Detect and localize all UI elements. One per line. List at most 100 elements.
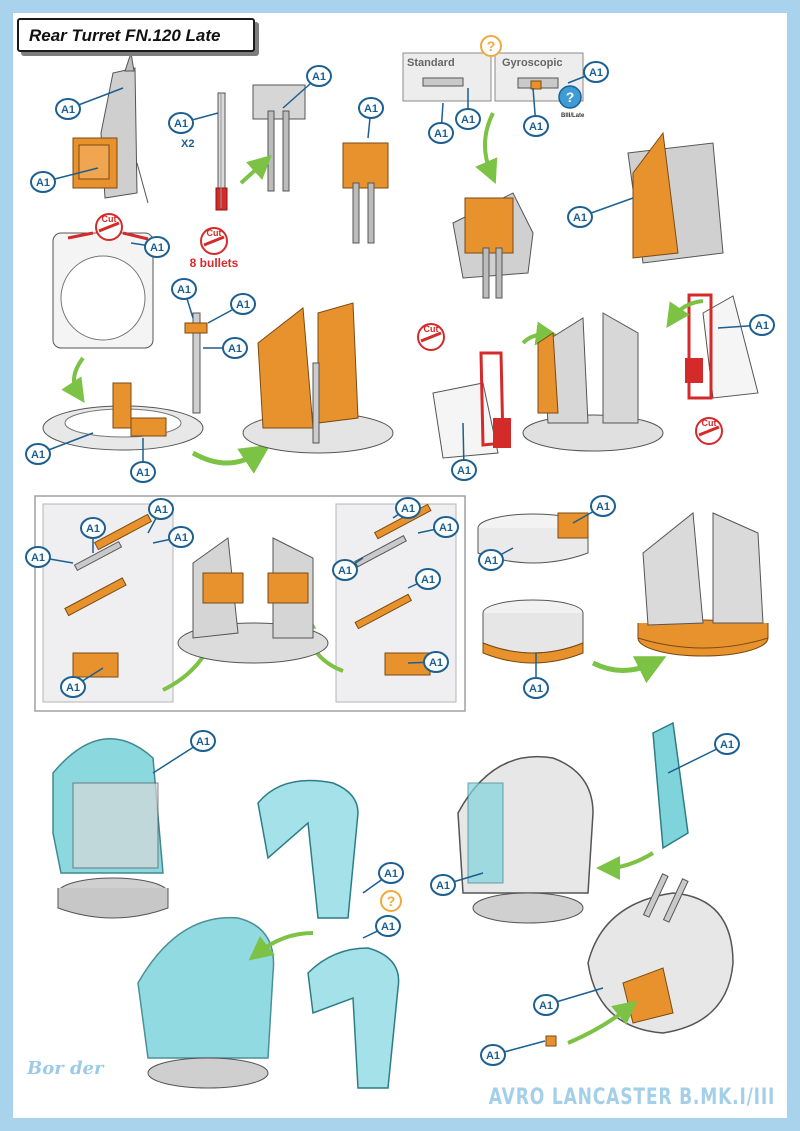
callout-bubble [415, 568, 441, 590]
callout-bubble [375, 915, 401, 937]
callout-bubble [230, 293, 256, 315]
callout-bubble [168, 526, 194, 548]
part-callout-label: A1 [154, 504, 168, 516]
cut-badge-2: Cut 8 bullets [190, 227, 239, 270]
callout-bubble [144, 236, 170, 258]
callout-bubble [55, 98, 81, 120]
page-title: Rear Turret FN.120 Late [29, 26, 221, 45]
part-callout-label: A1 [150, 242, 164, 254]
mount-assembly-a [452, 192, 534, 299]
bullets-label: 8 bullets [190, 256, 239, 270]
ring-collar-step [477, 512, 667, 684]
part-callout-label: A1 [429, 657, 443, 669]
callout-bubble [25, 546, 51, 568]
part-callout-label: A1 [61, 104, 75, 116]
model-name-footer: AVRO LANCASTER B.MK.I/III [488, 1085, 775, 1110]
border-logo: Bor der [27, 1058, 104, 1079]
part-callout-label: A1 [589, 67, 603, 79]
cut-label-plate-right: Cut [702, 418, 717, 428]
part-callout-label: A1 [338, 565, 352, 577]
callout-bubble [451, 459, 477, 481]
callout-bubble [306, 65, 332, 87]
turret-side-assembled [522, 312, 664, 452]
part-callout-label: A1 [31, 449, 45, 461]
part-callout-label: A1 [436, 880, 450, 892]
callout-bubble [60, 676, 86, 698]
part-callout-label: A1 [439, 522, 453, 534]
mount-assembly-b [627, 131, 724, 264]
callout-bubble [148, 498, 174, 520]
sight-column [184, 312, 208, 414]
title-box: Rear Turret FN.120 Late [17, 18, 255, 52]
part-callout-label: A1 [457, 465, 471, 477]
turret-base-assembled [242, 302, 394, 454]
part-callout-label: A1 [529, 121, 543, 133]
part-callout-label: A1 [484, 555, 498, 567]
callout-bubble [478, 549, 504, 571]
part-callout-label: A1 [196, 736, 210, 748]
question-mark-blue: ? [566, 89, 575, 105]
part-callout-label: A1 [461, 114, 475, 126]
callout-bubble [567, 206, 593, 228]
callout-bubble [430, 874, 456, 896]
callout-bubble [583, 61, 609, 83]
question-mark: ? [487, 38, 496, 54]
side-plate-right-cut [666, 293, 759, 400]
bili-late-label: BIII/Late [561, 113, 585, 119]
cut-label: Cut [102, 214, 117, 224]
logo-text: Bor der [27, 1058, 104, 1079]
callout-bubble [423, 651, 449, 673]
canopy-grey-right [457, 756, 594, 924]
standard-label: Standard [407, 57, 455, 69]
callout-bubble [168, 112, 194, 134]
part-callout-label: A1 [86, 523, 100, 535]
part-callout-label: A1 [755, 320, 769, 332]
ring-base-assembly [42, 382, 271, 474]
canopy-assembly-lower: ? [137, 890, 402, 1089]
callout-bubble [455, 108, 481, 130]
part-callout-label: A1 [401, 503, 415, 515]
guns-pair-step [239, 84, 306, 192]
callout-bubble [533, 994, 559, 1016]
callout-bubble [395, 497, 421, 519]
gyroscopic-label: Gyroscopic [502, 57, 563, 69]
assembly-illustrations: Standard Gyroscopic ? ? BIII/Late [25, 35, 775, 1089]
part-callout-label: A1 [486, 1050, 500, 1062]
cut-badge-4: Cut [695, 417, 723, 445]
mount-frame-step [72, 52, 149, 204]
side-plate-left-cut [432, 321, 560, 459]
callout-bubble [749, 314, 775, 336]
callout-bubble [378, 862, 404, 884]
callout-bubble [480, 1044, 506, 1066]
part-callout-label: A1 [421, 574, 435, 586]
turret-with-guns [177, 537, 329, 664]
callout-bubble [130, 461, 156, 483]
part-callout-label: A1 [434, 128, 448, 140]
callout-bubble [30, 171, 56, 193]
cut-badge-3: Cut [417, 323, 445, 351]
callout-bubble [590, 495, 616, 517]
cut-label-plate-left: Cut [424, 324, 439, 334]
callout-bubble [80, 517, 106, 539]
question-mark-canopy: ? [387, 893, 396, 909]
gun-barrel-step [215, 92, 228, 211]
part-callout-label: A1 [236, 299, 250, 311]
callout-bubble [714, 733, 740, 755]
part-callout-label: A1 [596, 501, 610, 513]
turret-full-base [637, 512, 769, 657]
part-callout-label: A1 [720, 739, 734, 751]
guns-panel-left [34, 495, 466, 712]
part-callout-label: A1 [66, 682, 80, 694]
part-callout-label: A1 [174, 118, 188, 130]
turret-ring-step [52, 231, 154, 403]
rear-door-part [596, 721, 689, 880]
part-callout-label: A1 [36, 177, 50, 189]
part-callout-label: A1 [174, 532, 188, 544]
part-callout-label: A1 [136, 467, 150, 479]
part-callout-label: A1 [312, 71, 326, 83]
canopy-teal-left [52, 737, 169, 919]
part-callout-label: A1 [384, 868, 398, 880]
callout-bubble [523, 677, 549, 699]
callout-bubble [190, 730, 216, 752]
